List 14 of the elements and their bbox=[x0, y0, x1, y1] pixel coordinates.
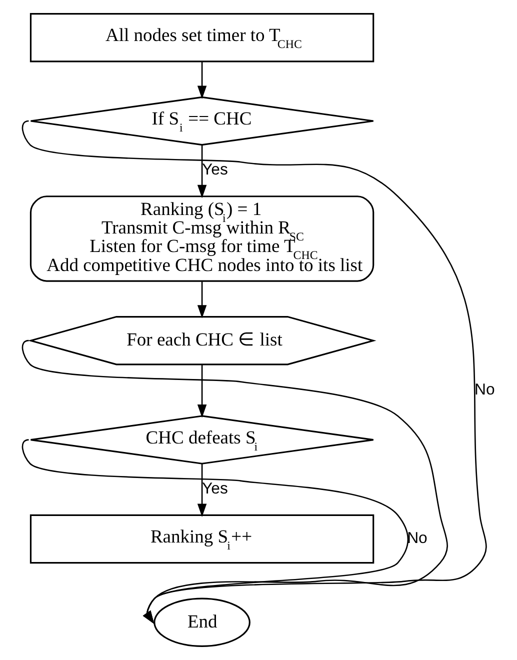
node-ellipse: End bbox=[153, 598, 250, 647]
edge-label: Yes bbox=[202, 162, 228, 179]
edge-label: No bbox=[474, 381, 494, 398]
node-box: Ranking S$_{i}$++ bbox=[29, 514, 374, 564]
node-diamond: If S$_{i}$ == CHC bbox=[29, 96, 374, 146]
node-box: All nodes set timer to T$_{CHC}$ bbox=[29, 13, 374, 62]
arrow bbox=[196, 282, 206, 318]
edge-label: No bbox=[406, 530, 427, 548]
arrow bbox=[196, 62, 206, 99]
arrow bbox=[196, 145, 206, 198]
arrow bbox=[196, 364, 206, 418]
arrow bbox=[196, 464, 206, 517]
node-diamond: CHC defeats S$_{i}$ bbox=[29, 415, 374, 464]
edge-label: Yes bbox=[202, 480, 228, 498]
